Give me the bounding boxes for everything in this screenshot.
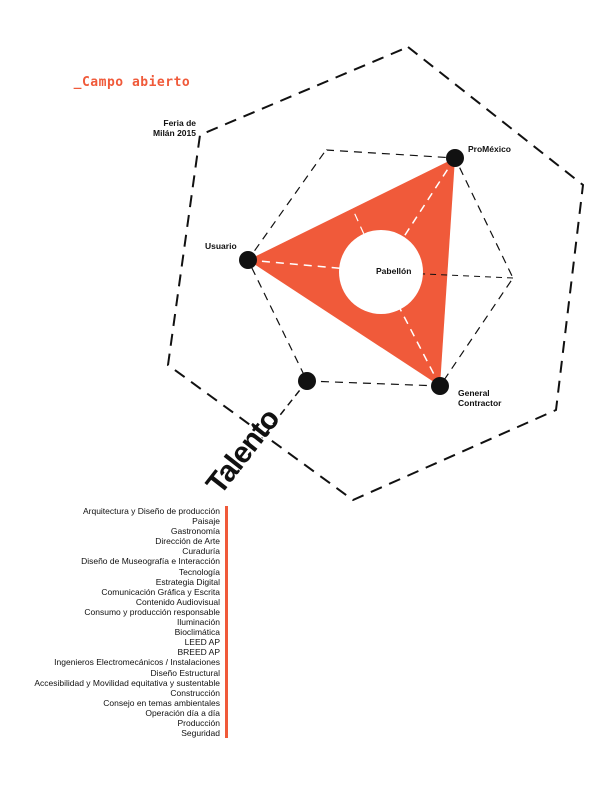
talent-list-item: Tecnología [178,566,220,577]
label-general-line2: Contractor [458,398,502,408]
label-general-contractor: General Contractor [458,388,501,408]
talent-list-item: Producción [177,717,220,728]
talent-list-item: Arquitectura y Diseño de producción [82,506,220,516]
talent-list-item: Accesibilidad y Movilidad equitativa y s… [34,677,220,688]
talent-list-item: BREED AP [177,647,220,658]
outer-hexagon [166,45,585,502]
node-usuario [239,251,257,269]
talent-list-item: Bioclimática [174,627,220,638]
label-promexico: ProMéxico [468,144,511,154]
talent-list-item: Contenido Audiovisual [135,596,220,607]
talent-list-item: Dirección de Arte [155,536,220,547]
section-title-text: _Campo abierto [73,75,191,90]
node-promexico [446,149,464,167]
talent-list-item: Operación día a día [145,707,220,718]
talent-list-item: Gastronomía [170,526,220,537]
pabellon-circle [339,230,423,314]
talent-list-item: Seguridad [181,728,220,739]
talent-list-item: Diseño Estructural [150,667,220,678]
talent-list-item: Consejo en temas ambientales [103,697,220,708]
label-general-line1: General [458,388,490,398]
node-general-contractor [431,377,449,395]
talent-list-item: Construcción [170,687,220,698]
talent-list-item: Estrategia Digital [155,576,220,587]
node-talento [298,372,316,390]
section-title: _Campo abierto [57,60,190,90]
talent-list-item: Ingenieros Electromecánicos / Instalacio… [54,657,220,668]
label-feria-milan: Feria de Milán 2015 [140,118,196,138]
talent-list-item: Curaduría [182,546,220,557]
talent-list-item: Consumo y producción responsable [84,606,220,617]
label-feria-line1: Feria de [163,118,196,128]
spoke-general [380,271,441,387]
talento-connector [261,380,308,439]
label-feria-line2: Milán 2015 [153,128,196,138]
label-pabellon: Pabellón [376,266,412,276]
talent-list-item: Paisaje [192,516,220,527]
talent-list-item: Diseño de Museografía e Interacción [81,556,220,567]
talent-list-item: Comunicación Gráfica y Escrita [101,586,220,597]
talent-list-item: LEED AP [184,637,220,648]
talent-list-item: Iluminación [177,617,220,628]
label-usuario: Usuario [205,241,237,251]
